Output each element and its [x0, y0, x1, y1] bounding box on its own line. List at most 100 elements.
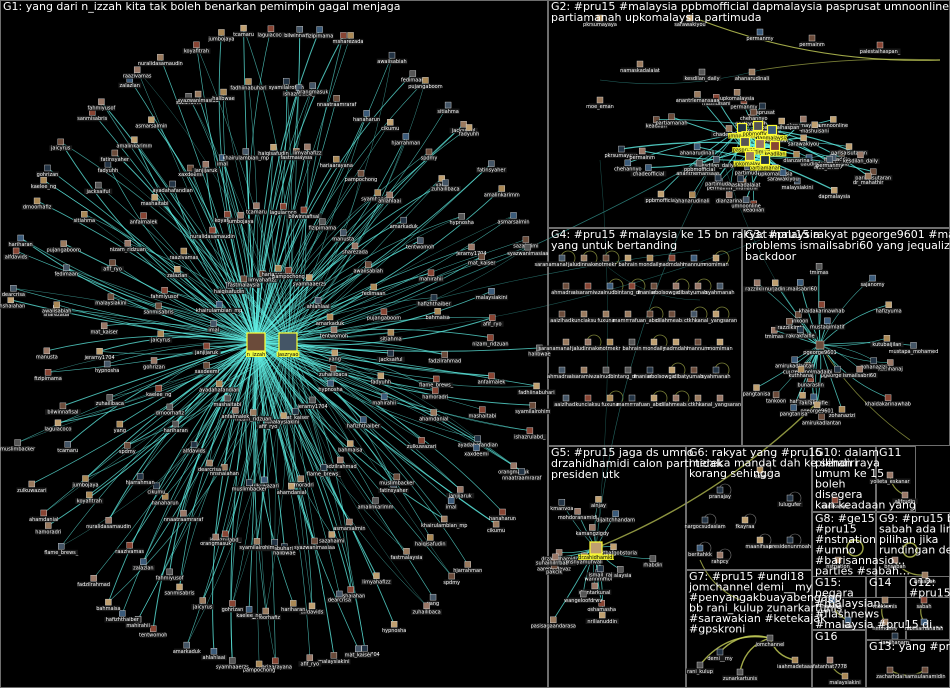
- node-mahirahii[interactable]: mahirahii: [371, 393, 397, 407]
- node-pampochong[interactable]: pampochong: [272, 267, 305, 280]
- node-aisaramiwar[interactable]: aisaramiwar: [569, 366, 601, 380]
- node-jacksaiful[interactable]: jacksaiful: [84, 181, 113, 195]
- node-zalazlan[interactable]: zalazlan: [165, 266, 189, 279]
- node-laguiacoco[interactable]: laguiacoco: [43, 419, 72, 433]
- node-pgeorge9601[interactable]: pgeorge9601: [803, 340, 837, 356]
- node-zulkuwazari[interactable]: zulkuwazari: [406, 437, 437, 450]
- node-hypnosha[interactable]: hypnosha: [318, 379, 343, 393]
- node-awaiisabiah[interactable]: awaiisabiah: [376, 51, 408, 65]
- node-jaicyrus[interactable]: jaicyrus: [191, 597, 215, 610]
- node-gohrizan[interactable]: gohrizan: [142, 357, 166, 370]
- node-nurjadin[interactable]: nurjadin: [763, 279, 787, 293]
- node-khairulambian-mp[interactable]: khairulambian_mp: [196, 301, 242, 314]
- node-sharezada[interactable]: sharezada: [338, 32, 364, 45]
- node-nuralidasamaudin[interactable]: nuralidasamaudin: [190, 226, 235, 240]
- node-spdmy[interactable]: spdmy: [443, 572, 460, 586]
- node-pranajay[interactable]: pranajay: [708, 486, 732, 500]
- node-khaidakarinawhab[interactable]: khaidakarinawhab: [865, 394, 911, 408]
- node-ppbmofficial[interactable]: ppbmofficial: [682, 159, 717, 173]
- node-tentwomoh[interactable]: tentwomoh: [139, 625, 167, 639]
- node-demi-my[interactable]: demi__my: [707, 648, 733, 662]
- node-amalinkarimm[interactable]: amalinkarimm: [116, 136, 153, 150]
- node-drnoorhafiz[interactable]: drnoorhafiz: [21, 197, 53, 211]
- node-zainuddin[interactable]: zainuddin: [597, 282, 623, 296]
- node-tcamaru[interactable]: tcamaru: [246, 202, 267, 216]
- node-tentwomoh[interactable]: tentwomoh: [320, 326, 348, 340]
- node-syamilalrohim[interactable]: syamilalrohim: [239, 538, 275, 551]
- node-bilwinnafisal[interactable]: bilwinnafisal: [281, 26, 318, 39]
- node-bnsabah[interactable]: bnsabah: [914, 571, 936, 585]
- node-gohrizan[interactable]: gohrizan: [36, 164, 59, 178]
- node-janjijaruk[interactable]: janjijaruk: [192, 342, 221, 356]
- node-upkomalaysia[interactable]: upkomalaysia: [720, 89, 755, 102]
- node-ahlahlaai[interactable]: ahlahlaai: [376, 191, 403, 205]
- node-mondaily[interactable]: mondaily: [642, 338, 666, 352]
- node-ayadahafandian[interactable]: ayadahafandian: [152, 180, 193, 194]
- node-muslimbacker[interactable]: muslimbacker: [379, 473, 415, 487]
- node-fadhiinabuhari[interactable]: fadhiinabuhari: [517, 382, 556, 396]
- node-sarawakiyou[interactable]: sarawakiyou: [767, 169, 799, 183]
- node-razzilkimi[interactable]: razzilkimi: [775, 318, 804, 331]
- node-nuralidasamaudin[interactable]: nuralidasamaudin: [86, 517, 131, 530]
- node-cikumu[interactable]: cikumu: [147, 482, 165, 496]
- node-kuthhanaj[interactable]: kuthhanaj: [877, 359, 903, 373]
- node-fedimaan[interactable]: fedimaan: [362, 283, 386, 297]
- node-cikumu[interactable]: cikumu: [381, 119, 399, 132]
- node-sarawakiyou[interactable]: sarawakiyou: [674, 14, 706, 28]
- node-bilwinnafisal[interactable]: bilwinnafisal: [45, 402, 81, 416]
- node-muslimbacker[interactable]: muslimbacker: [0, 439, 36, 453]
- node-xaxdeemi[interactable]: xaxdeemi: [194, 362, 219, 375]
- node-hafizhthaiber[interactable]: hafizhthaiber: [104, 610, 141, 623]
- node-alifrudin[interactable]: alifrudin: [892, 491, 918, 505]
- node-fastmalaysia[interactable]: fastmalaysia: [227, 275, 261, 289]
- node-hmmonny[interactable]: hmmonny: [872, 618, 898, 632]
- node-fedimaan[interactable]: fedimaan: [401, 70, 425, 84]
- node-pkrsumayaya[interactable]: pkrsumayaya: [583, 14, 617, 28]
- node-mashaitabi[interactable]: mashaitabi: [213, 394, 242, 408]
- node-ismailsabri60[interactable]: ismailsabri60: [782, 279, 819, 292]
- node-haiqisafudin[interactable]: haiqisafudin: [256, 143, 291, 157]
- node-pgeorge9601[interactable]: pgeorge9601: [821, 365, 854, 379]
- node-mannum[interactable]: mannum: [683, 254, 705, 268]
- node-mat-kaiser[interactable]: mat_kaiser: [90, 322, 119, 336]
- node-kaelee-ng[interactable]: kaelee_ng: [146, 385, 172, 398]
- node-limyahafizz[interactable]: limyahafizz: [361, 572, 392, 586]
- node-syahmanah[interactable]: syahmanah: [701, 366, 731, 380]
- node-ahmadrazid[interactable]: ahmadrazid: [547, 366, 577, 380]
- node-partimuda[interactable]: partimuda: [747, 138, 773, 156]
- node-drzahidhamidi[interactable]: drzahidhamidi: [541, 549, 577, 562]
- node-rhabdin[interactable]: rhabdin: [642, 555, 664, 569]
- node-janjijaruk[interactable]: janjijaruk: [446, 486, 475, 499]
- node-haiqisafudin[interactable]: haiqisafudin: [413, 534, 447, 547]
- node-ahlahlaai[interactable]: ahlahlaai: [201, 648, 227, 661]
- node-nizam-ridzuan[interactable]: nizam_ridzuan: [110, 240, 146, 253]
- node-nnaatraamraraf[interactable]: nnaatraamraraf: [317, 95, 357, 108]
- node-partimuda[interactable]: partimuda: [705, 174, 731, 188]
- node-mahirahii[interactable]: mahirahii: [418, 269, 444, 283]
- node-saranamanahabirudin[interactable]: saranamanahabirudin: [535, 254, 590, 268]
- node-mammafara[interactable]: mammafara: [617, 394, 648, 408]
- node-dr-mahathir[interactable]: dr_mahathir: [852, 172, 884, 186]
- node-pasisagaandarasa[interactable]: pasisagaandarasa: [531, 616, 576, 630]
- node-razzilkimi[interactable]: razzilkimi: [743, 279, 772, 293]
- node-mashaitabi[interactable]: mashaitabi: [140, 194, 169, 207]
- node-fahmiyusof[interactable]: fahmiyusof: [150, 286, 179, 300]
- node-ppbmofficial[interactable]: ppbmofficial: [644, 190, 678, 204]
- node-ismail-raj[interactable]: ismail_raj: [586, 565, 615, 579]
- node-ahanarudinali[interactable]: ahanarudinali: [734, 68, 770, 82]
- node-syamhaaerzs[interactable]: syamhaaerzs: [293, 274, 327, 288]
- node-fadzilrahmad[interactable]: fadzilrahmad: [77, 575, 111, 588]
- node-ainjay[interactable]: ainjay: [589, 496, 608, 509]
- node-amarkaduk[interactable]: amarkaduk: [390, 216, 418, 230]
- node-manianaram[interactable]: manianaram: [634, 366, 666, 380]
- node-hanaharun[interactable]: hanaharun: [489, 508, 516, 522]
- node-drzahidhamidi[interactable]: drzahidhamidi: [578, 541, 614, 561]
- node-asmarsalmin[interactable]: asmarsalmin: [135, 116, 167, 130]
- node-koyafitrah[interactable]: koyafitrah: [213, 211, 242, 224]
- node-tankoon[interactable]: tankoon: [788, 311, 808, 325]
- node-amalinkarimm[interactable]: amalinkarimm: [357, 497, 394, 510]
- node-yang[interactable]: yang: [435, 175, 448, 188]
- node-fadzilrahmad[interactable]: fadzilrahmad: [428, 351, 462, 365]
- node-moe-eman[interactable]: moe_eman: [586, 96, 614, 110]
- node-anfalmalek[interactable]: anfalmalek: [129, 212, 158, 226]
